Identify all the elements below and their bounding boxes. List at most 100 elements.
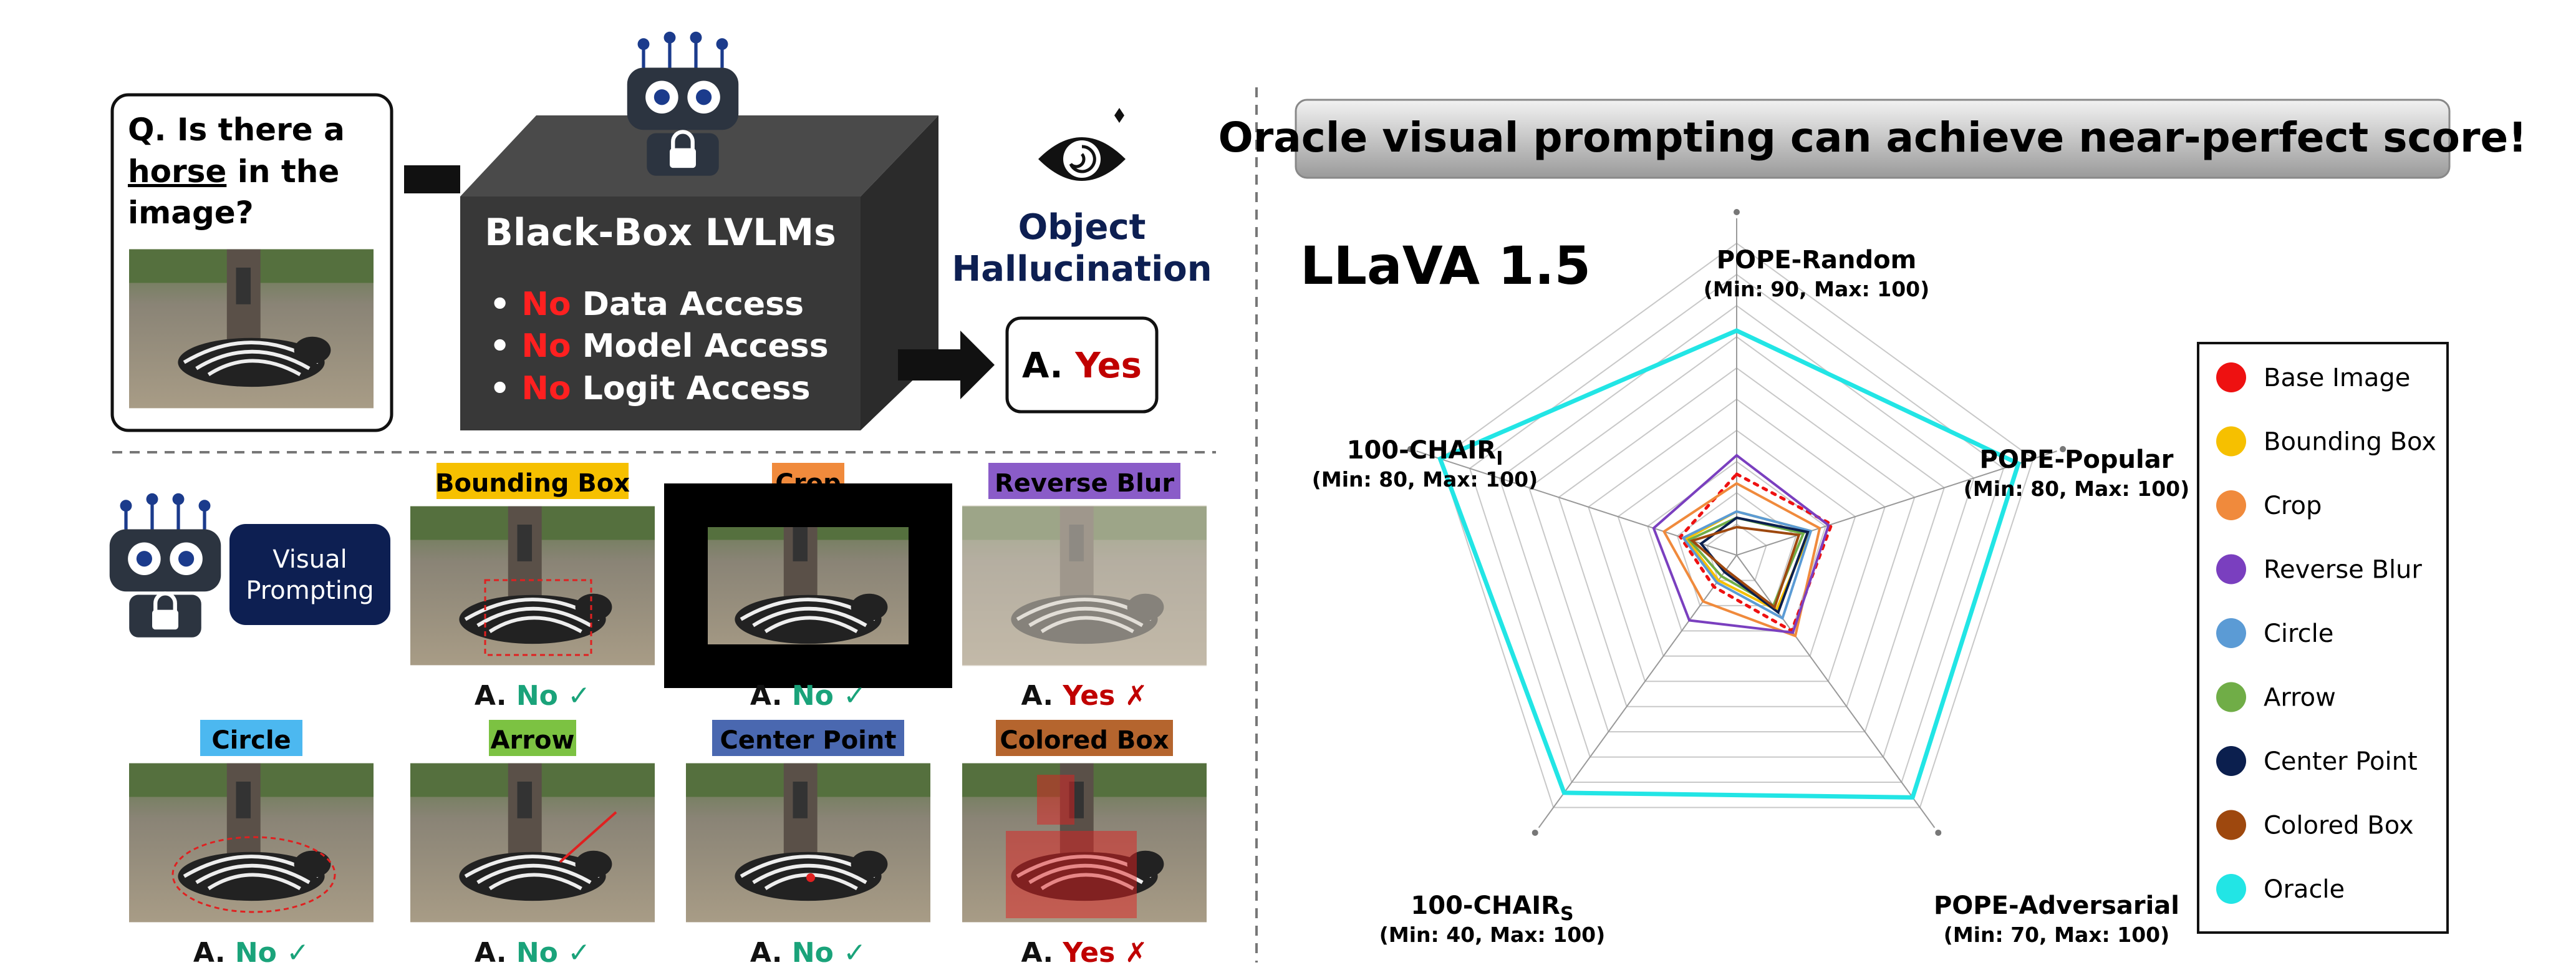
axis-arrow-0 <box>1734 209 1740 215</box>
panel-answer-prefix: A. <box>193 937 235 963</box>
axis-arrow-3 <box>1532 829 1538 836</box>
answer-card <box>1005 316 1159 414</box>
blackbox-list: • No Data Access • No Model Access • No … <box>490 286 829 407</box>
answer-text: A. Yes <box>1022 346 1142 386</box>
grid-ring-7 <box>1528 336 1946 733</box>
legend-label-5: Arrow <box>2264 684 2336 712</box>
legend-label-4: Circle <box>2264 619 2333 648</box>
panel-label-bg-6 <box>996 720 1173 756</box>
blackbox-item-1-rest: Data Access <box>571 286 804 323</box>
axis-name: POPE-Popular <box>1980 445 2174 474</box>
radar-chart: POPE-Random (Min: 90, Max: 100) POPE-Popul… <box>1312 209 2189 947</box>
panel-label-3: Circle <box>211 726 291 755</box>
legend-swatch-6 <box>2216 746 2246 776</box>
hallucination-label-1: Object <box>1018 207 1146 248</box>
blackbox-no-1: No <box>521 286 571 323</box>
grid-ring-5 <box>1588 398 1886 682</box>
question-line-3: image? <box>128 195 254 231</box>
panel-label-5: Center Point <box>720 726 897 755</box>
legend-label-0: Base Image <box>2264 364 2410 392</box>
axis-arrow-1 <box>2060 446 2067 453</box>
point-overlay <box>806 873 815 882</box>
banner <box>1295 99 2451 179</box>
answer-value: Yes <box>1074 346 1142 386</box>
question-line-2-rest: in the <box>226 153 339 190</box>
legend-label-3: Reverse Blur <box>2264 556 2422 584</box>
axis-label-0: POPE-Random <box>1717 246 1917 274</box>
panel-answer-prefix: A. <box>750 680 792 712</box>
hallucination-label-2: Hallucination <box>952 249 1212 289</box>
legend-label-1: Bounding Box <box>2264 428 2436 457</box>
legend-swatch-4 <box>2216 618 2246 648</box>
panel-image-0 <box>410 507 655 666</box>
panel-label-bg-0 <box>437 463 629 499</box>
axis-name: 100-CHAIR <box>1347 436 1497 465</box>
panel-label-bg-2 <box>988 463 1180 499</box>
grid-ring-3 <box>1647 460 1826 632</box>
panel-answer-value: No <box>516 680 567 712</box>
check-mark-icon: ✓ <box>286 937 309 963</box>
output-arrow <box>898 331 995 399</box>
panel-answer-value: No <box>792 937 843 963</box>
question-keyword: horse <box>128 153 226 190</box>
axis-label-2: POPE-Adversarial <box>1934 891 2179 920</box>
legend-label-8: Oracle <box>2264 875 2345 904</box>
question-line-1: Q. Is there a <box>128 112 345 148</box>
axis-label-1: POPE-Popular <box>1980 445 2174 474</box>
series-arrow <box>1687 516 1805 608</box>
crop-overlay <box>664 483 952 688</box>
cross-mark-icon: ✗ <box>1125 680 1148 712</box>
axis-range-3: (Min: 40, Max: 100) <box>1379 923 1605 947</box>
panel-label-bg-3 <box>200 720 302 756</box>
legend-swatch-3 <box>2216 554 2246 584</box>
question-line-2: horse in the <box>128 153 339 190</box>
panel-label-0: Bounding Box <box>435 469 630 498</box>
bbox-overlay <box>484 579 592 656</box>
panel-answer-value: No <box>516 937 567 963</box>
check-mark-icon: ✓ <box>567 937 591 963</box>
axis-label-3: 100-CHAIRS <box>1411 891 1573 925</box>
panel-image-4 <box>410 764 655 923</box>
cross-mark-icon: ✗ <box>1125 937 1148 963</box>
blackbox-item-model: • No Model Access <box>490 327 829 365</box>
axis-name-subscript: I <box>1496 448 1503 470</box>
panel-label-bg-5 <box>712 720 904 756</box>
answer-prefix: A. <box>1022 346 1063 386</box>
legend-label-2: Crop <box>2264 492 2322 520</box>
series-circle <box>1681 510 1813 621</box>
legend-swatch-7 <box>2216 810 2246 840</box>
legend-swatch-0 <box>2216 362 2246 392</box>
panel-answer-value: Yes <box>1062 937 1124 963</box>
panel-answer-6: A. Yes ✗ <box>1021 937 1148 963</box>
panel-answer-prefix: A. <box>1021 937 1063 963</box>
cube-front-face <box>460 196 861 430</box>
visual-prompting-line-1: Visual <box>273 545 347 574</box>
axis-name-subscript: S <box>1560 903 1574 925</box>
panel-image-3 <box>129 764 374 923</box>
input-connector <box>404 165 460 193</box>
hallucination-eye-icon <box>1038 108 1126 181</box>
panel-label-4: Arrow <box>491 726 575 755</box>
grid-ring-10 <box>1439 242 2034 808</box>
legend-swatch-2 <box>2216 490 2246 520</box>
axis-range-0: (Min: 90, Max: 100) <box>1704 277 1929 301</box>
panel-answer-3: A. No ✓ <box>193 937 309 963</box>
blackbox-item-2-rest: Model Access <box>571 327 829 365</box>
legend-swatch-8 <box>2216 874 2246 904</box>
blackbox-item-logit: • No Logit Access <box>490 370 811 407</box>
panel-image-1 <box>686 507 930 666</box>
visual-prompting-line-2: Prompting <box>246 576 374 605</box>
blackbox-no-2: No <box>521 327 571 365</box>
legend-label-7: Colored Box <box>2264 812 2414 840</box>
axis-label-4: 100-CHAIRI <box>1347 436 1503 470</box>
colored-box-overlay <box>1006 831 1137 918</box>
series-base-image <box>1678 472 1834 633</box>
series-colored-box <box>1689 525 1801 609</box>
axis-range-1: (Min: 80, Max: 100) <box>1964 477 2189 501</box>
panel-image-5 <box>686 764 930 923</box>
panel-label-2: Reverse Blur <box>995 469 1174 498</box>
